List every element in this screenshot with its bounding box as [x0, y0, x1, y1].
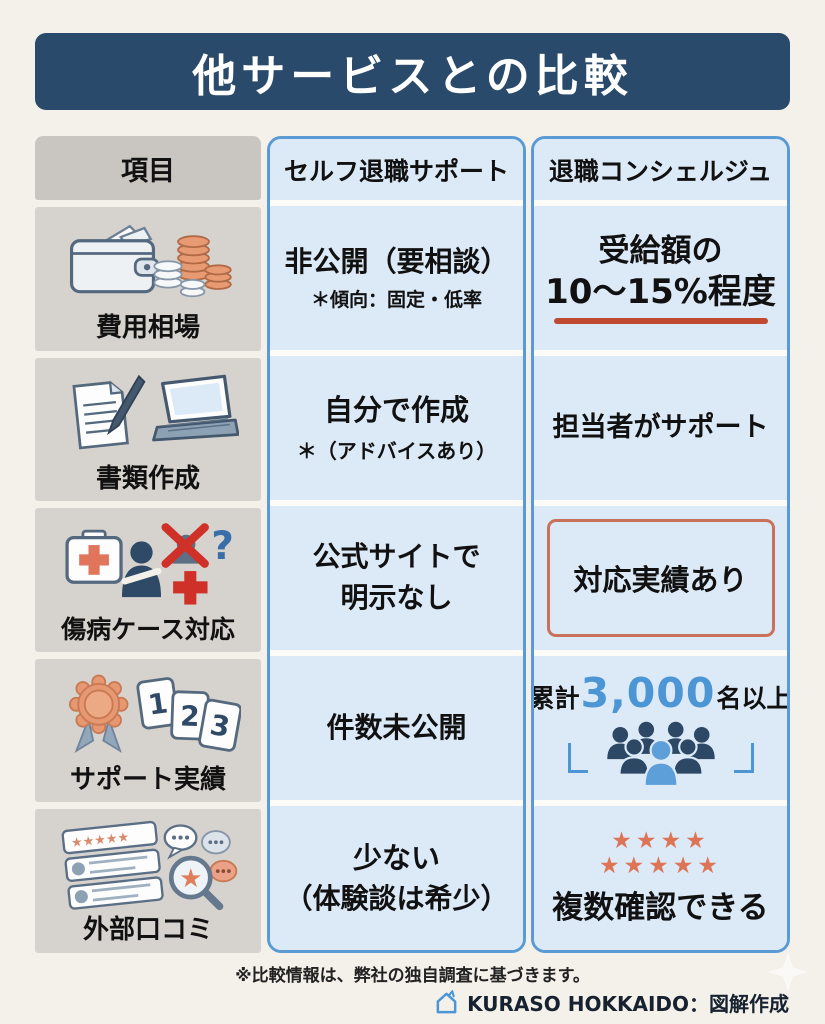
document-laptop-icon	[39, 364, 257, 465]
items-header-cell: 項目	[35, 136, 261, 200]
magnifier-star-glyph: ★	[179, 864, 202, 894]
footer-credit: KURASO HOKKAIDO：図解作成	[434, 988, 789, 1017]
question-mark-glyph: ?	[211, 524, 234, 569]
self-cell-injury: 公式サイトで 明示なし	[270, 506, 523, 650]
item-label-documents: 書類作成	[95, 463, 200, 494]
item-cell-documents: 書類作成	[35, 357, 261, 502]
item-label-injury: 傷病ケース対応	[61, 615, 235, 645]
people-group	[567, 719, 754, 787]
red-underline	[553, 318, 768, 325]
card-number-2: 2	[180, 699, 201, 733]
concierge-cell-injury: 対応実績あり	[534, 506, 787, 650]
concierge-column: 退職コンシェルジュ 受給額の 10〜15%程度 担当者がサポート 対応実績あり …	[531, 136, 790, 953]
item-label-reviews: 外部口コミ	[82, 915, 213, 946]
self-cell-track-record: 件数未公開	[270, 656, 523, 800]
page-title: 他サービスとの比較	[192, 50, 633, 102]
concierge-cost-line2: 10〜15%程度	[545, 271, 776, 312]
bracket-left-icon	[567, 743, 588, 773]
self-cell-reviews: 少ない （体験談は希少）	[270, 806, 523, 950]
item-label-track-record: サポート実績	[69, 764, 226, 795]
concierge-documents-main: 担当者がサポート	[552, 412, 769, 444]
tally-line: 累計 3,000 名以上	[531, 669, 790, 717]
self-injury-line2: 明示なし	[340, 581, 453, 614]
tally-number: 3,000	[580, 669, 716, 717]
concierge-cell-cost: 受給額の 10〜15%程度	[534, 206, 787, 350]
self-track-record-main: 件数未公開	[326, 710, 467, 744]
items-column: 項目	[35, 136, 261, 953]
sparkle-decoration	[768, 952, 808, 992]
self-cost-main: 非公開（要相談）	[284, 244, 509, 278]
self-cell-documents: 自分で作成 ＊（アドバイスあり）	[270, 356, 523, 500]
tally-prefix: 累計	[531, 684, 580, 713]
self-reviews-line1: 少ない	[352, 840, 440, 875]
footer-note: ※比較情報は、弊社の独自調査に基づきます。	[235, 966, 590, 986]
bracket-right-icon	[733, 743, 754, 773]
item-cell-injury: ? 傷病ケース対応	[35, 508, 261, 652]
item-label-cost: 費用相場	[95, 313, 200, 343]
self-documents-sub: ＊（アドバイスあり）	[296, 438, 497, 463]
concierge-cost-line1: 受給額の	[598, 232, 723, 269]
wallet-coins-icon	[39, 213, 257, 314]
item-cell-reviews: ★★★★★ ★	[35, 809, 261, 953]
card-number-1: 1	[146, 686, 170, 721]
injury-case-icon: ?	[39, 514, 257, 616]
self-cell-cost: 非公開（要相談） ＊傾向：固定・低率	[270, 206, 523, 350]
self-cost-sub: ＊傾向：固定・低率	[310, 289, 482, 312]
tally-suffix: 名以上	[716, 684, 790, 713]
self-header-cell: セルフ退職サポート	[270, 139, 523, 200]
title-bar: 他サービスとの比較	[35, 33, 790, 110]
concierge-cell-reviews: ★★★★ ★★★★★ 複数確認できる	[534, 806, 787, 950]
concierge-cell-track-record: 累計 3,000 名以上	[534, 656, 787, 800]
kuraso-logo-icon	[436, 990, 457, 1014]
concierge-reviews-main: 複数確認できる	[552, 890, 769, 927]
people-group-icon	[606, 721, 715, 787]
concierge-cell-documents: 担当者がサポート	[534, 356, 787, 500]
stars-row-top: ★★★★	[611, 827, 710, 854]
review-stars-glyph: ★★★★★	[70, 831, 130, 852]
self-support-column: セルフ退職サポート 非公開（要相談） ＊傾向：固定・低率 自分で作成 ＊（アドバ…	[267, 136, 526, 953]
highlight-box: 対応実績あり	[546, 519, 775, 637]
award-count-icon: 1 2 3	[39, 665, 257, 766]
concierge-header-cell: 退職コンシェルジュ	[534, 139, 787, 200]
reviews-icon: ★★★★★ ★	[39, 815, 257, 916]
item-cell-track-record: 1 2 3 サポート実績	[35, 658, 261, 803]
self-injury-line1: 公式サイトで	[312, 540, 481, 574]
footer-credit-text: KURASO HOKKAIDO：図解作成	[467, 992, 789, 1016]
self-reviews-line2: （体験談は希少）	[284, 881, 509, 915]
item-cell-cost: 費用相場	[35, 207, 261, 351]
self-documents-main: 自分で作成	[323, 393, 469, 428]
stars-row-bottom: ★★★★★	[598, 853, 723, 879]
